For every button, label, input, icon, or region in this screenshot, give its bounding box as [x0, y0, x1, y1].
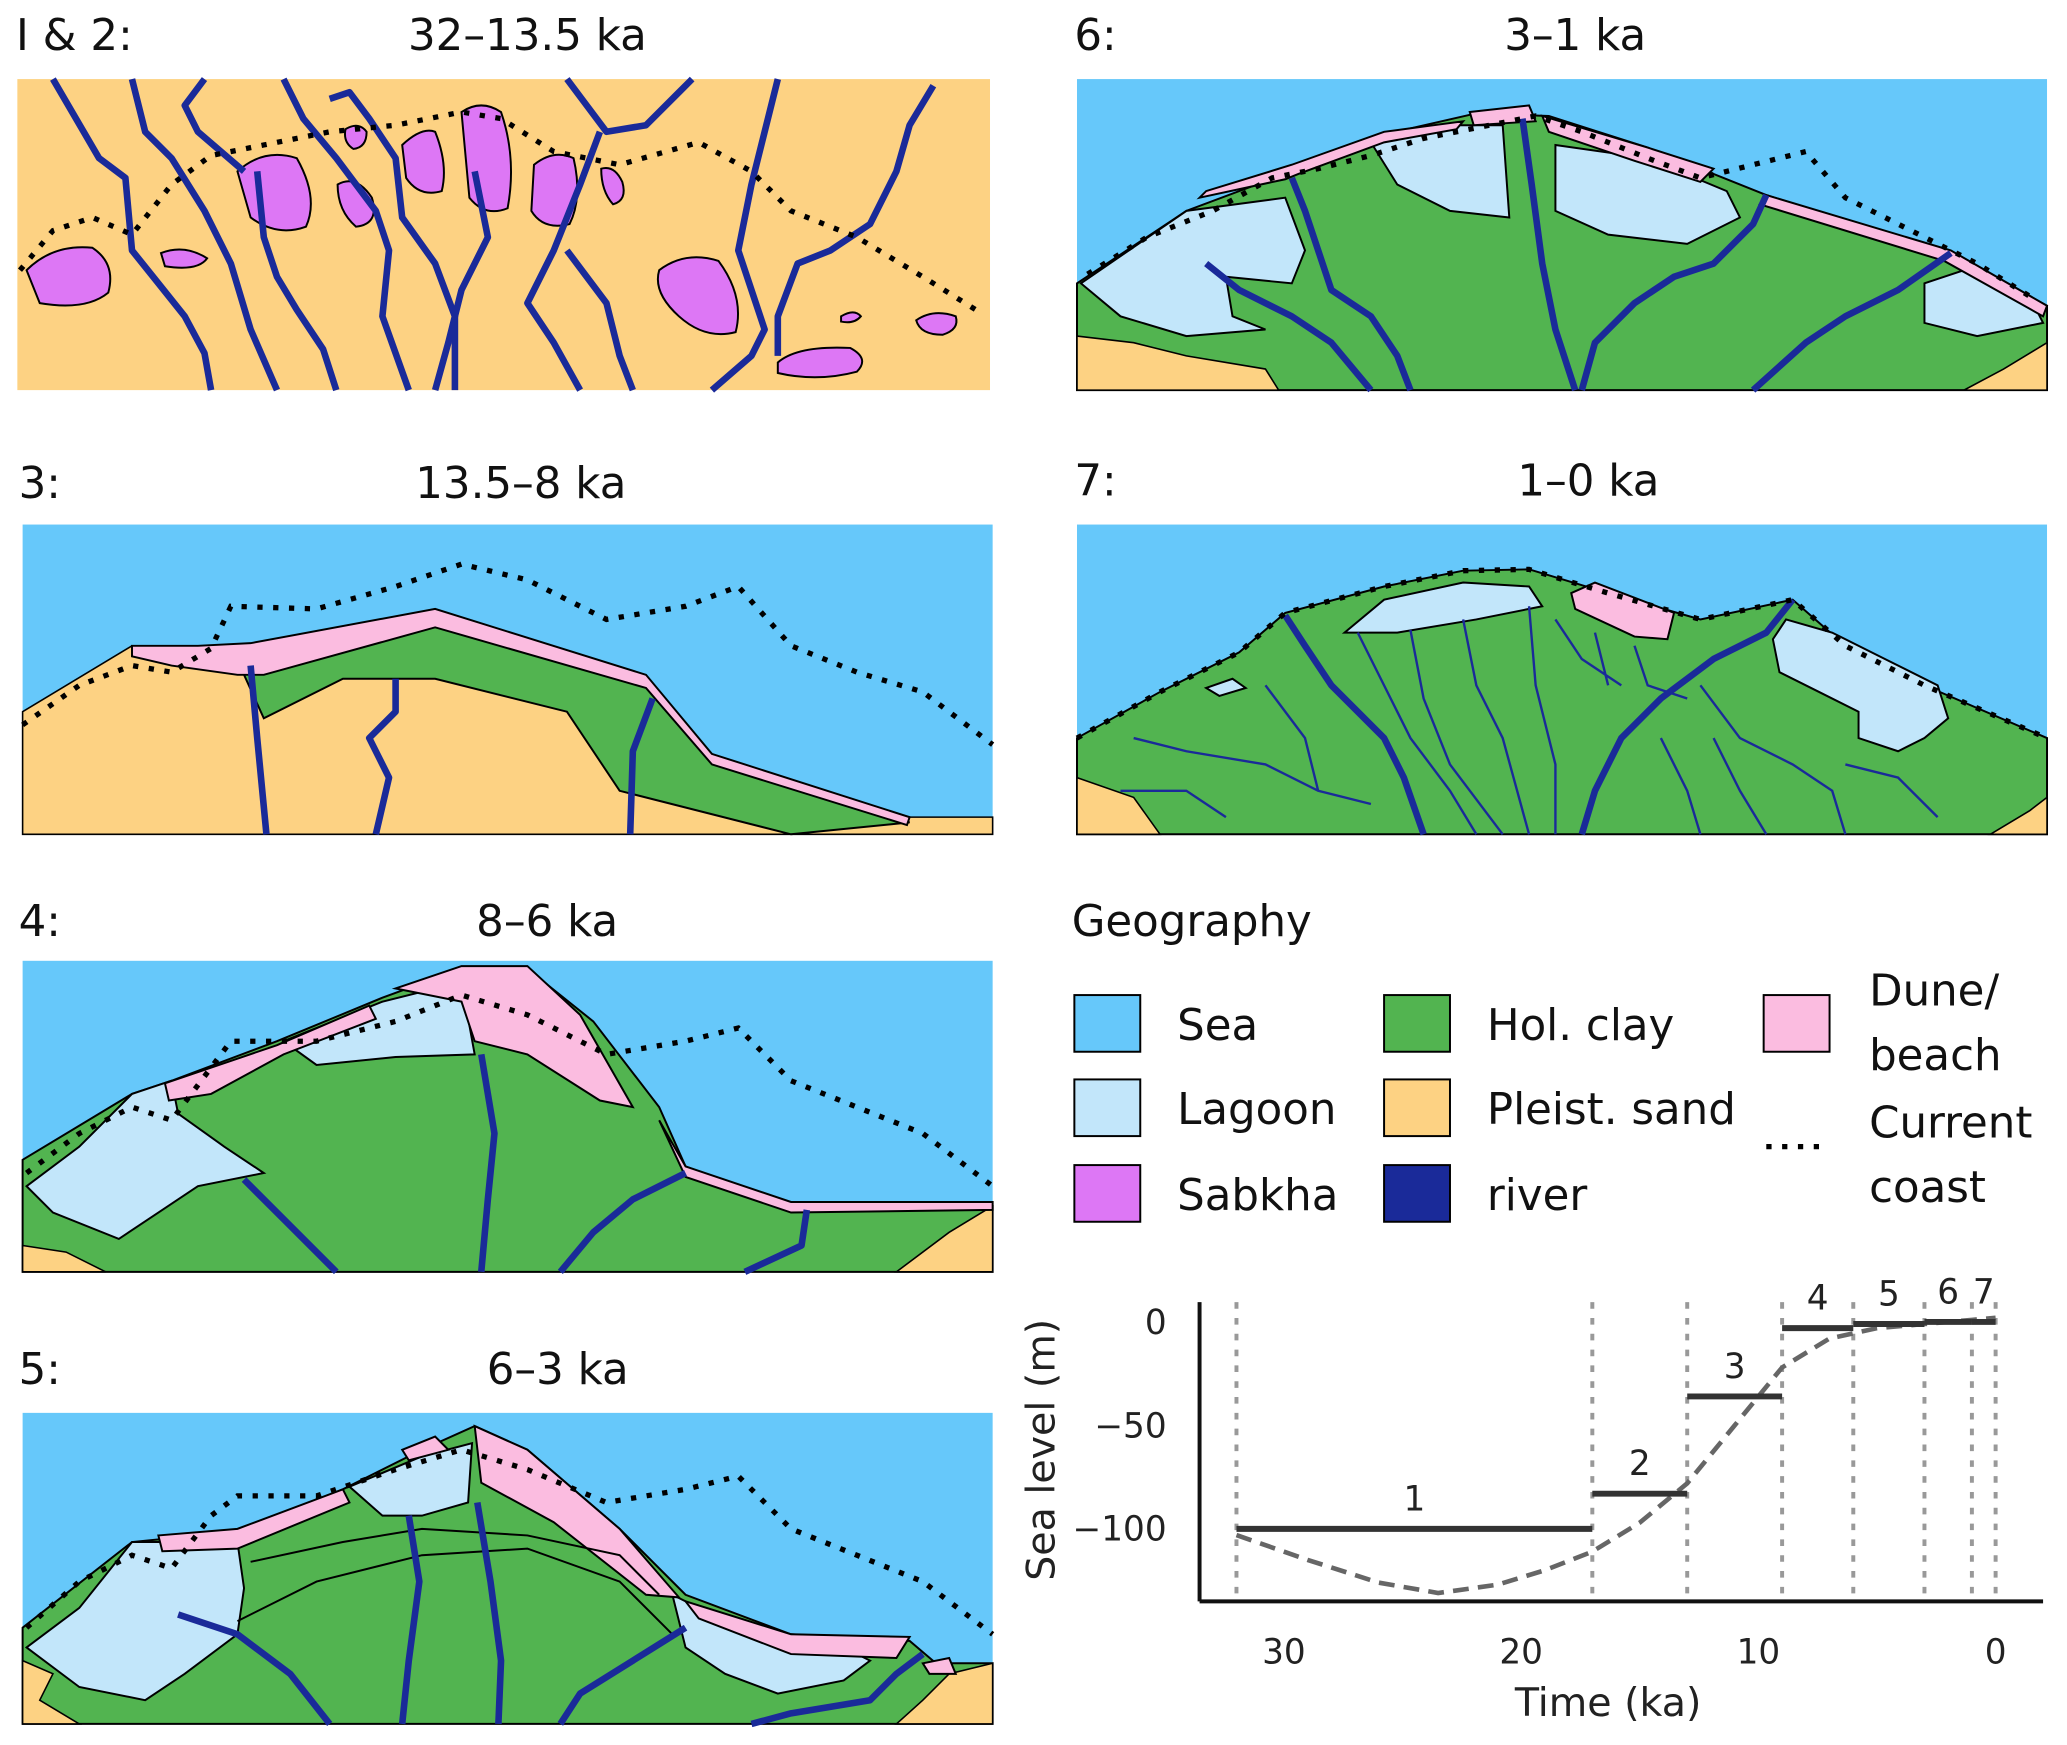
- x-axis-label: Time (ka): [1514, 1680, 1702, 1726]
- y-tick-label: 0: [1145, 1303, 1167, 1343]
- map-panel-12: [17, 76, 991, 393]
- panel-number-12: I & 2:: [16, 11, 133, 61]
- panel-period-12: 32–13.5 ka: [408, 11, 647, 61]
- current-coast-line: [1075, 566, 2049, 741]
- x-tick-label: 20: [1499, 1632, 1543, 1672]
- stage-label-2: 2: [1629, 1444, 1651, 1484]
- y-tick-label: −100: [1073, 1510, 1167, 1550]
- legend-swatch-sabkha: [1073, 1164, 1142, 1223]
- panel-number-5: 5:: [19, 1345, 61, 1395]
- legend-label-sea: Sea: [1177, 1001, 1258, 1051]
- map-panel-7: [1075, 524, 2049, 836]
- legend-label-river: river: [1487, 1171, 1587, 1221]
- stage-label-7: 7: [1973, 1272, 1995, 1312]
- rivers: [1204, 118, 1953, 393]
- stage-label-6: 6: [1937, 1272, 1959, 1312]
- legend: Geography Sea Lagoon Sabkha Hol. clay Pl…: [1072, 897, 2032, 1223]
- rivers: [1120, 597, 1939, 836]
- panel-number-3: 3:: [19, 459, 61, 509]
- map-panel-3: [21, 524, 995, 836]
- x-tick-label: 0: [1985, 1632, 2007, 1672]
- stage-label-3: 3: [1724, 1347, 1746, 1387]
- legend-label-holocene-clay: Hol. clay: [1487, 1001, 1674, 1051]
- panel-period-4: 8–6 ka: [476, 897, 618, 947]
- rivers: [50, 76, 937, 393]
- current-coast-line: [24, 1447, 995, 1637]
- legend-label-dune-line1: Dune/: [1869, 967, 1999, 1017]
- legend-swatch-dune-beach: [1762, 994, 1831, 1053]
- panel-titles: I & 2: 32–13.5 ka 6: 3–1 ka 3: 13.5–8 ka…: [16, 11, 1659, 1395]
- legend-label-lagoon: Lagoon: [1177, 1085, 1336, 1135]
- x-tick-label: 10: [1737, 1632, 1781, 1672]
- current-coast-line: [17, 109, 984, 316]
- rivers: [241, 1053, 811, 1275]
- y-tick-label: −50: [1094, 1406, 1166, 1446]
- legend-label-coast-line2: coast: [1869, 1163, 1986, 1213]
- panel-period-5: 6–3 ka: [487, 1345, 629, 1395]
- panel-period-3: 13.5–8 ka: [415, 459, 626, 509]
- stage-label-4: 4: [1807, 1279, 1829, 1319]
- legend-swatch-pleistocene-sand: [1383, 1078, 1451, 1138]
- rivers: [177, 1501, 925, 1728]
- legend-label-dune-line2: beach: [1869, 1031, 2001, 1081]
- legend-swatch-holocene-clay: [1383, 994, 1451, 1053]
- panel-number-4: 4:: [19, 897, 61, 947]
- panel-period-7: 1–0 ka: [1517, 457, 1659, 507]
- panel-number-7: 7:: [1074, 457, 1116, 507]
- stage-label-1: 1: [1403, 1479, 1425, 1519]
- stage-label-5: 5: [1878, 1275, 1900, 1315]
- panel-number-6: 6:: [1074, 11, 1116, 61]
- legend-swatch-lagoon: [1073, 1078, 1142, 1138]
- map-panel-6: [1076, 79, 2049, 393]
- map-panel-4: [21, 960, 995, 1275]
- legend-title: Geography: [1072, 897, 1312, 947]
- panel-period-6: 3–1 ka: [1504, 11, 1646, 61]
- sea-level-curve: [1235, 1315, 1996, 1596]
- rivers: [247, 665, 656, 836]
- legend-swatch-river: [1383, 1164, 1451, 1223]
- legend-swatch-sea: [1073, 994, 1142, 1053]
- x-tick-label: 30: [1262, 1632, 1306, 1672]
- y-axis-label: Sea level (m): [1019, 1319, 1065, 1581]
- legend-label-coast-line1: Current: [1869, 1098, 2032, 1148]
- legend-label-sabkha: Sabkha: [1177, 1171, 1338, 1221]
- legend-label-pleistocene-sand: Pleist. sand: [1487, 1085, 1736, 1135]
- map-panel-5: [21, 1412, 995, 1728]
